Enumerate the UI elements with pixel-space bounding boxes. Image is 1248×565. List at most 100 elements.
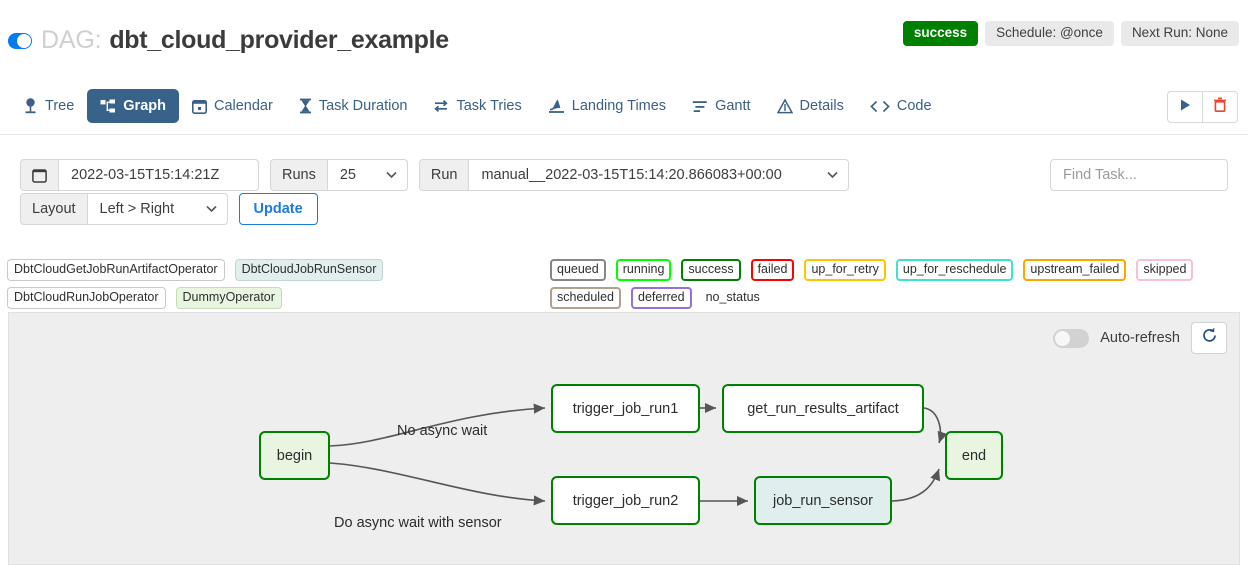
layout-group: Layout Left > Right: [20, 193, 228, 225]
view-tabbar: Tree Graph Calendar Task Duration Task T: [0, 80, 1248, 135]
landing-icon: [548, 98, 565, 114]
execution-date-input[interactable]: 2022-03-15T15:14:21Z: [59, 159, 259, 191]
run-label: Run: [418, 159, 470, 191]
graph-node-label: trigger_job_run2: [572, 492, 679, 509]
tab-label: Task Tries: [456, 98, 522, 114]
graph-node-job_run_sensor[interactable]: job_run_sensor: [754, 476, 892, 525]
layout-select[interactable]: Left > Right: [87, 193, 228, 225]
dag-label: DAG:: [41, 26, 102, 54]
graph-icon: [100, 99, 116, 114]
graph-edges: [329, 402, 948, 507]
status-legend-chip[interactable]: queued: [550, 259, 606, 281]
layout-value: Left > Right: [99, 201, 175, 217]
gantt-icon: [692, 100, 708, 113]
status-legend-chip[interactable]: scheduled: [550, 287, 621, 309]
status-legend-chip[interactable]: running: [615, 259, 672, 281]
tree-icon: [23, 98, 38, 114]
status-legend-chip[interactable]: skipped: [1136, 259, 1194, 281]
layout-label: Layout: [20, 193, 88, 225]
dag-header: DAG: dbt_cloud_provider_example success …: [0, 0, 1248, 72]
status-legend-chip[interactable]: deferred: [631, 287, 692, 309]
graph-node-trigger_job_run2[interactable]: trigger_job_run2: [551, 476, 700, 525]
dag-pause-toggle[interactable]: [8, 32, 32, 49]
tab-details[interactable]: Details: [764, 89, 857, 123]
triangle-info-icon: [776, 98, 793, 114]
runs-count-value: 25: [339, 167, 356, 183]
find-task-input[interactable]: Find Task...: [1050, 159, 1228, 191]
chevron-down-icon: [386, 167, 397, 183]
operator-legend-chip[interactable]: DbtCloudJobRunSensor: [234, 259, 384, 281]
execution-date-group: 2022-03-15T15:14:21Z: [20, 159, 259, 191]
graph-node-get_run_results_artifact[interactable]: get_run_results_artifact: [722, 384, 924, 433]
status-legend-chip[interactable]: success: [681, 259, 741, 281]
code-icon: [870, 100, 890, 113]
edge-sensor-end: [891, 468, 941, 502]
tab-calendar[interactable]: Calendar: [179, 89, 286, 123]
runs-count-group: Runs 25: [270, 159, 408, 191]
edge-begin-trigger1: [329, 403, 546, 447]
dagrun-select-group: Run manual__2022-03-15T15:14:20.866083+0…: [418, 159, 850, 191]
graph-edge-label: No async wait: [397, 423, 488, 439]
edge-artifact-end: [923, 407, 948, 444]
graph-canvas[interactable]: begin trigger_job_run1 get_run_results_art…: [9, 313, 1239, 564]
tab-label: Landing Times: [571, 98, 667, 114]
calendar-icon[interactable]: [20, 159, 59, 191]
status-legend-list: queued running success failed up_for_retry up…: [550, 259, 1245, 309]
tab-list: Tree Graph Calendar Task Duration Task T: [10, 80, 945, 132]
refresh-button[interactable]: [1191, 322, 1227, 354]
auto-refresh-label: Auto-refresh: [1100, 330, 1180, 346]
operator-legend-chip[interactable]: DummyOperator: [175, 287, 282, 309]
chevron-down-icon: [827, 167, 839, 183]
tab-label: Task Duration: [318, 98, 408, 114]
tab-label: Details: [799, 98, 844, 114]
retry-icon: [433, 99, 449, 113]
trash-icon: [1213, 97, 1227, 117]
tab-label: Calendar: [213, 98, 273, 114]
delete-dag-button[interactable]: [1203, 91, 1238, 123]
graph-edge-label: Do async wait with sensor: [334, 515, 502, 531]
calendar-icon: [191, 99, 207, 114]
status-badge: success: [902, 21, 979, 46]
graph-node-end[interactable]: end: [945, 431, 1003, 480]
status-legend-chip[interactable]: no_status: [705, 290, 760, 304]
tab-label: Gantt: [715, 98, 751, 114]
dagrun-select[interactable]: manual__2022-03-15T15:14:20.866083+00:00: [469, 159, 850, 191]
edge-begin-trigger2: [329, 462, 546, 506]
status-legend-chip[interactable]: up_for_reschedule: [895, 259, 1014, 281]
dagrun-value: manual__2022-03-15T15:14:20.866083+00:00: [481, 167, 782, 183]
auto-refresh-toggle[interactable]: [1053, 328, 1090, 348]
graph-node-label: job_run_sensor: [773, 492, 873, 509]
hourglass-icon: [299, 98, 312, 114]
tab-gantt[interactable]: Gantt: [679, 89, 763, 123]
tab-task-duration[interactable]: Task Duration: [286, 89, 421, 123]
graph-node-begin[interactable]: begin: [259, 431, 330, 480]
graph-node-trigger_job_run1[interactable]: trigger_job_run1: [551, 384, 700, 433]
dagrun-filter-bar: 2022-03-15T15:14:21Z Runs 25 Run manual_…: [8, 146, 1240, 232]
next-run-badge: Next Run: None: [1120, 21, 1239, 46]
header-badges: success Schedule: @once Next Run: None: [902, 21, 1239, 46]
operator-legend-chip[interactable]: DbtCloudRunJobOperator: [7, 287, 166, 309]
tab-code[interactable]: Code: [857, 89, 945, 123]
tab-task-tries[interactable]: Task Tries: [420, 89, 534, 123]
graph-toolbar: Auto-refresh: [1053, 322, 1227, 354]
page-title: dbt_cloud_provider_example: [109, 26, 449, 54]
status-legend-chip[interactable]: upstream_failed: [1023, 259, 1127, 281]
tab-graph[interactable]: Graph: [87, 89, 179, 123]
tab-landing-times[interactable]: Landing Times: [535, 89, 679, 123]
graph-node-label: begin: [276, 447, 313, 464]
refresh-icon: [1201, 327, 1218, 349]
schedule-badge[interactable]: Schedule: @once: [985, 21, 1114, 46]
runs-label: Runs: [270, 159, 328, 191]
dag-action-buttons: [1167, 91, 1238, 123]
update-button[interactable]: Update: [238, 193, 318, 225]
status-legend-chip[interactable]: failed: [750, 259, 795, 281]
tab-tree[interactable]: Tree: [10, 89, 87, 123]
status-legend-chip[interactable]: up_for_retry: [804, 259, 886, 281]
graph-node-label: get_run_results_artifact: [747, 400, 899, 417]
trigger-dag-play-button[interactable]: [1167, 91, 1203, 123]
runs-count-select[interactable]: 25: [327, 159, 408, 191]
filter-row-secondary: Layout Left > Right Update: [20, 193, 318, 225]
operator-legend-chip[interactable]: DbtCloudGetJobRunArtifactOperator: [7, 259, 225, 281]
